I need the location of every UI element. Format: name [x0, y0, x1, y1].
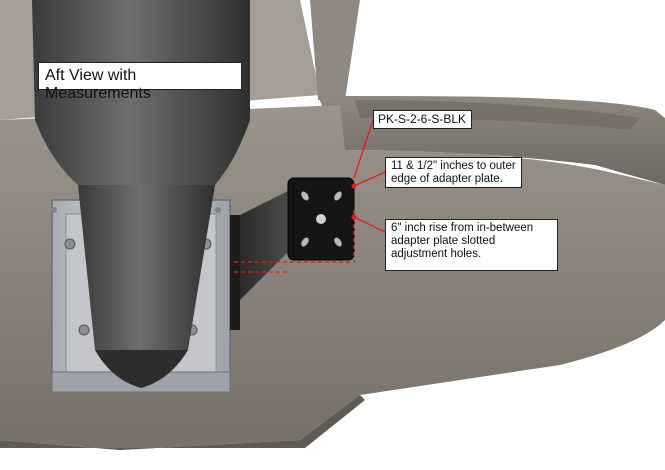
width-measurement-callout: 11 & 1/2" inches to outer edge of adapte… — [385, 157, 522, 188]
motor-neck — [78, 185, 215, 350]
leader-dot — [351, 183, 357, 189]
diagram-title: Aft View with Measurements — [38, 62, 242, 102]
bolt-icon — [51, 207, 57, 213]
part-number-label: PK-S-2-6-S-BLK — [373, 110, 472, 129]
hull-rear-cap — [310, 0, 360, 100]
slotted-hole-icon — [301, 237, 309, 247]
bolt-icon — [78, 324, 90, 336]
motor-head — [32, 0, 250, 185]
slotted-hole-icon — [301, 191, 309, 201]
mount-arm — [240, 190, 290, 300]
bolt-icon — [64, 238, 76, 250]
motor-shaft — [32, 0, 250, 388]
hull-lower-edge — [0, 395, 365, 450]
hull-inner-lip — [355, 100, 640, 130]
motor-tip — [95, 350, 188, 388]
leader-line — [353, 119, 374, 179]
leader-line — [353, 216, 386, 233]
measurement-annotations — [234, 119, 386, 273]
center-hole-icon — [316, 214, 326, 224]
leader-line — [353, 171, 386, 187]
rise-measurement-callout: 6" inch rise from in-between adapter pla… — [385, 219, 558, 271]
slotted-hole-icon — [334, 237, 342, 247]
slotted-hole-icon — [334, 191, 342, 201]
bolt-icon — [215, 207, 221, 213]
